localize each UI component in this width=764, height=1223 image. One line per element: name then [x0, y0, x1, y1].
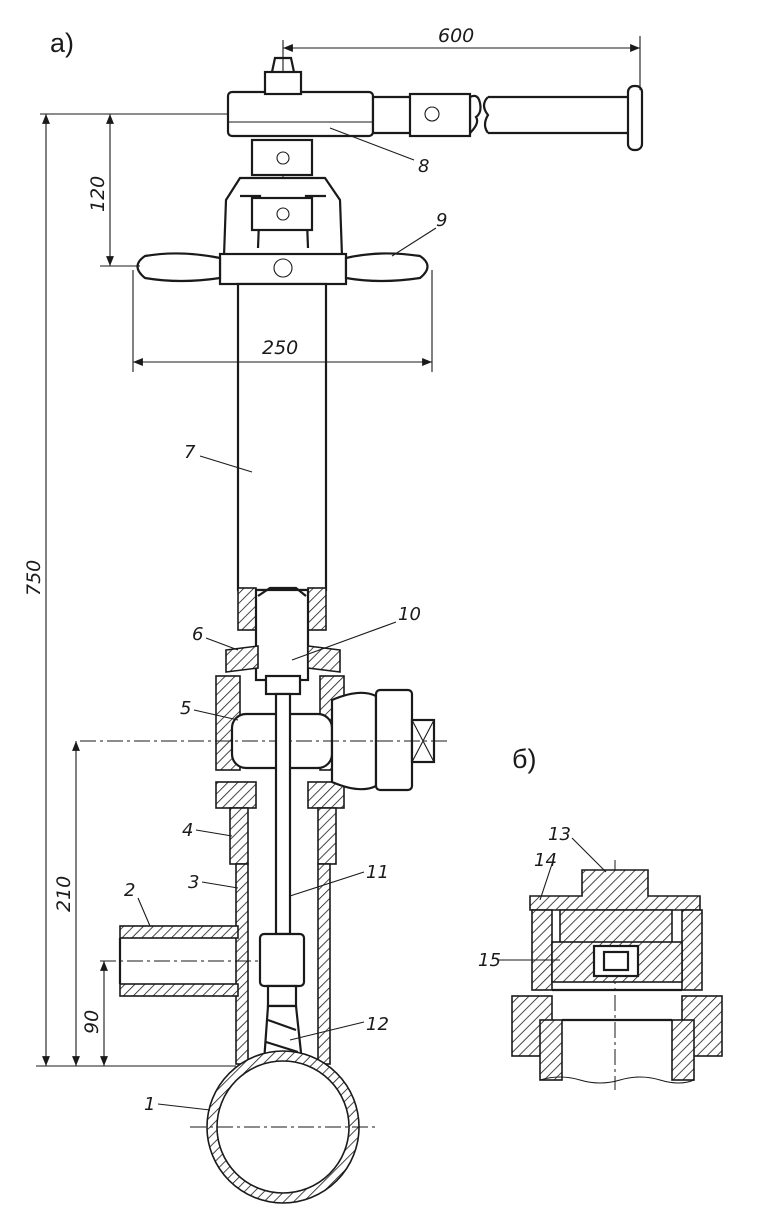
part-label-3: 3 [188, 872, 239, 893]
detail-b-assembly [511, 860, 723, 1090]
dimension-lever-length: 600 [282, 25, 641, 90]
dimension-valve-axis-height: 210 [53, 741, 80, 1066]
dimension-total-height: 750 [23, 114, 236, 1067]
part-4-text: 4 [182, 820, 193, 841]
part-label-13: 13 [548, 824, 607, 873]
part-label-9: 9 [391, 210, 447, 257]
dimension-750-text: 750 [23, 560, 45, 596]
dimension-branch-axis-height: 90 [81, 961, 108, 1066]
dimension-210-text: 210 [53, 876, 75, 912]
part-2-text: 2 [124, 880, 135, 901]
part-label-4: 4 [182, 820, 233, 841]
valve-body-5 [80, 675, 450, 809]
part-label-11: 11 [289, 862, 389, 897]
part-3-text: 3 [188, 872, 199, 893]
nut-6 [225, 645, 341, 696]
branch-pipe-2 [100, 925, 262, 997]
part-label-10: 10 [291, 604, 421, 661]
part-10-text: 10 [398, 604, 421, 625]
panel-b-label: б) [512, 744, 536, 774]
dimension-250-text: 250 [262, 337, 298, 359]
part-1-text: 1 [144, 1094, 155, 1115]
part-7-text: 7 [184, 442, 196, 463]
part-6-text: 6 [192, 624, 203, 645]
dimension-120-text: 120 [87, 176, 109, 212]
part-label-14: 14 [534, 850, 557, 901]
part-label-8: 8 [329, 127, 429, 177]
dimension-90-text: 90 [81, 1010, 103, 1034]
part-label-5: 5 [180, 698, 239, 721]
main-pipe-1 [190, 1050, 376, 1204]
part-8-text: 8 [418, 156, 429, 177]
tube-7 [236, 282, 328, 682]
part-12-text: 12 [366, 1014, 389, 1035]
part-5-text: 5 [180, 698, 191, 719]
part-label-6: 6 [192, 624, 239, 651]
part-label-1: 1 [144, 1094, 211, 1115]
lever-8 [226, 56, 644, 152]
sleeve-4 [229, 807, 337, 865]
handle-frame-9 [136, 138, 429, 286]
part-label-7: 7 [184, 442, 253, 473]
part-label-2: 2 [124, 880, 151, 927]
part-15-text: 15 [478, 950, 501, 971]
part-label-12: 12 [289, 1014, 389, 1041]
panel-a-label: а) [50, 28, 74, 58]
dimension-600-text: 600 [438, 25, 474, 47]
dimension-handle-span: 250 [132, 270, 433, 372]
part-13-text: 13 [548, 824, 571, 845]
dimension-handle-height: 120 [40, 113, 228, 267]
part-9-text: 9 [436, 210, 447, 231]
part-14-text: 14 [534, 850, 557, 871]
part-11-text: 11 [366, 862, 389, 883]
part-label-15: 15 [478, 950, 560, 971]
